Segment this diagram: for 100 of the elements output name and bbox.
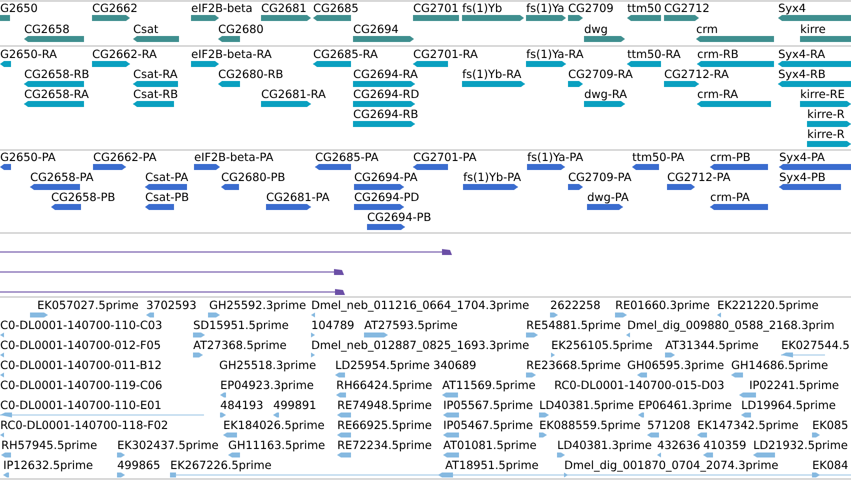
est-label: Dmel_dig_001870_0704_2074.3prime [565, 460, 778, 472]
est-label: GH11163.5prime [228, 440, 324, 452]
protein-label: CG2694-PD [354, 192, 419, 202]
est-label: C0-DL0001-140700-119-C06 [0, 380, 162, 390]
gene-label: G2650 [0, 4, 37, 12]
transcript-label: kirre-R [808, 129, 844, 138]
est-label: RH66424.5prime [337, 380, 432, 392]
est-label: AT27593.5prime [364, 320, 457, 332]
protein-label: fs(1)Ya-PA [527, 152, 584, 162]
transcript-label: ttm50-RA [628, 50, 681, 58]
est-label: 484193 [220, 400, 262, 410]
gene-label: Csat [134, 24, 158, 34]
protein-label: CG2662-PA [94, 152, 156, 162]
est-label: C0-DL0001-140700-012-F05 [0, 340, 160, 350]
est-label: RE66925.5prime [338, 420, 432, 432]
est-label: LD25954.5prime [336, 360, 430, 372]
est-label: EK256105.5prime [552, 340, 652, 352]
est-label: RH57945.5prime [2, 440, 97, 452]
transcript-label: CG2709-RA [568, 70, 633, 78]
est-label: 340689 [434, 360, 476, 370]
gene-label: CG2685 [314, 4, 358, 12]
est-label: GH06595.3prime [628, 360, 724, 372]
gene-label: kirre [801, 24, 826, 34]
transcript-label: CG2681-RA [262, 90, 326, 98]
est-label: EP06461.3prime [639, 400, 732, 412]
transcript-label: CG2694-RA [354, 70, 418, 78]
est-label: GH25592.3prime [210, 300, 306, 312]
protein-label: crm-PB [710, 152, 750, 162]
est-label: LD40381.5prime [540, 400, 634, 412]
est-label: AT11569.5prime [442, 380, 535, 392]
est-label: LD40381.3prime [558, 440, 652, 452]
est-label: 104789 [312, 320, 354, 330]
est-label: RC0-DL0001-140700-118-F02 [1, 420, 168, 430]
gene-label: CG2694 [354, 24, 398, 34]
protein-label: CG2712-PA [668, 172, 730, 182]
est-label: EK221220.5prime [718, 300, 818, 312]
protein-label: Syx4-PB [780, 172, 825, 184]
est-label: IP02241.5prime [750, 380, 838, 392]
est-label: GH25518.3prime [220, 360, 316, 372]
gene-label: CG2662 [92, 4, 136, 12]
est-label: IP12632.5prime [4, 460, 92, 472]
est-label: RE23668.5prime [527, 360, 620, 372]
protein-label: CG2701-PA [414, 152, 476, 162]
est-label: RE01660.3prime [616, 300, 710, 312]
protein-label: CG2658-PB [52, 192, 114, 202]
est-label: LD19964.5prime [742, 400, 836, 412]
est-label: EK147342.5prime [698, 420, 798, 432]
transcript-label: kirre-R [808, 109, 844, 118]
est-label: C0-DL0001-140700-110-E01 [0, 400, 160, 410]
est-label: 410359 [704, 440, 746, 450]
est-label: RE72234.5prime [338, 440, 432, 452]
transcript-label: eIF2B-beta-RA [192, 49, 272, 58]
est-label: Dmel_dig_009880_0588_2168.3prim [628, 320, 834, 332]
est-label: RE74948.5prime [338, 400, 432, 412]
est-label: EP04923.3prime [221, 380, 314, 392]
est-label: SD15951.5prime [194, 320, 288, 332]
transcript-label: CG2658-RB [24, 70, 88, 78]
est-label: IP05467.5prime [444, 420, 532, 432]
est-label: AT31344.5prime [665, 340, 758, 352]
protein-label: crm-PA [710, 192, 750, 202]
est-label: C0-DL0001-140700-110-C03 [0, 320, 162, 330]
transcript-label: Syx4-RA [778, 50, 826, 60]
transcript-label: dwg-RA [584, 89, 627, 100]
protein-label: dwg-PA [588, 192, 629, 204]
protein-label: CG2658-PA [30, 172, 94, 182]
transcript-label: CG2712-RA [664, 70, 729, 78]
gene-label: Syx4 [778, 4, 806, 14]
est-label: Dmel_neb_012887_0825_1693.3prime [312, 340, 529, 352]
gene-label: CG2680 [218, 24, 263, 34]
gene-label: dwg [584, 24, 607, 36]
est-label: 2622258 [551, 300, 600, 310]
est-label: EK267226.5prime [171, 460, 271, 472]
est-label: EK085 [813, 420, 848, 430]
est-label: EK088559.5prime [540, 420, 640, 432]
protein-label: CG2685-PA [316, 152, 378, 162]
protein-label: Csat-PA [146, 172, 188, 182]
transcript-label: crm-RA [698, 90, 738, 98]
est-label: IP05567.5prime [444, 400, 532, 412]
transcript-label: CG2685-RA [314, 50, 378, 58]
est-label: AT18951.5prime [445, 460, 538, 472]
est-label: EK027544.5 [782, 340, 849, 350]
transcript-label: CG2694-RD [354, 90, 419, 98]
est-label: LD21932.5prime [754, 440, 848, 452]
est-label: 499891 [274, 400, 316, 410]
gene-label: CG2658 [24, 24, 69, 34]
protein-label: CG2694-PA [354, 172, 418, 182]
protein-label: eIF2B-beta-PA [194, 152, 274, 162]
transcript-label: G2650-RA [0, 50, 57, 58]
protein-label: CG2694-PB [368, 212, 430, 222]
est-label: EK057027.5prime [38, 300, 138, 312]
est-label: 499865 [118, 460, 160, 470]
transcript-label: Syx4-RB [778, 70, 825, 80]
gene-label: CG2712 [664, 4, 708, 12]
transcript-label: kirre-RE [801, 89, 844, 98]
gene-label: crm [696, 26, 717, 34]
transcript-label: Csat-RA [134, 70, 178, 78]
protein-label: CG2680-PB [222, 172, 284, 182]
est-label: 571208 [648, 420, 690, 430]
transcript-label: Csat-RB [134, 90, 178, 98]
transcript-label: CG2701-RA [414, 50, 478, 58]
